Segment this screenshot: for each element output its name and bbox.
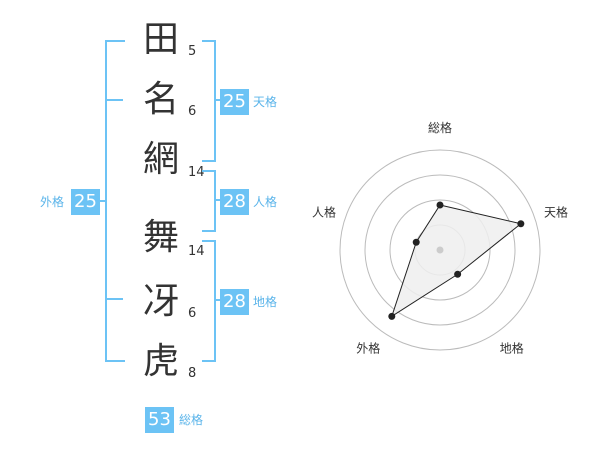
radar-point [454,270,462,278]
chikaku-bracket [202,240,216,362]
radar-axis-label: 総格 [428,120,452,135]
kanji-4: 舞 [142,217,179,258]
jinkaku-bracket [202,170,216,232]
stroke-count-3: 14 [188,165,205,180]
soukaku-value: 53 [145,407,174,433]
stroke-count-2: 6 [188,104,197,119]
kanji-2: 名 [142,79,179,120]
chikaku-label: 地格 [253,295,278,309]
radar-point [412,238,420,246]
tenkaku-label: 天格 [253,95,278,109]
radar-points [388,201,525,320]
radar-point [436,201,444,209]
radar-point [388,312,396,320]
gaikaku-value: 25 [71,189,100,215]
chikaku-connector [214,299,222,301]
kanji-1: 田 [142,19,179,60]
stroke-count-6: 8 [188,366,197,381]
bracket-tick [105,99,123,101]
stroke-count-4: 14 [188,244,205,259]
stroke-count-1: 5 [188,44,197,59]
tenkaku-bracket [202,40,216,162]
radar-ring [364,174,516,326]
soukaku-label: 総格 [179,413,204,427]
kanji-6: 虎 [142,341,179,382]
radar-data-area [390,204,522,318]
chikaku-value: 28 [220,289,249,315]
bracket-tick [105,298,123,300]
jinkaku-label: 人格 [253,195,278,209]
radar-axis-label: 天格 [544,204,568,219]
kanji-3: 網 [142,139,179,180]
gaikaku-bracket [105,40,125,362]
radar-axis-label: 外格 [356,341,380,356]
gaikaku-label: 外格 [40,195,65,209]
stroke-count-5: 6 [188,306,197,321]
jinkaku-value: 28 [220,189,249,215]
radar-axis-label: 人格 [312,204,336,219]
radar-point [517,220,525,228]
radar-axis-label: 地格 [500,341,524,356]
jinkaku-connector [214,199,222,201]
kanji-5: 冴 [142,281,179,322]
tenkaku-connector [214,99,222,101]
tenkaku-value: 25 [220,89,249,115]
radar-ring [339,149,541,351]
radar-center-dot [436,246,444,254]
radar-ring [389,199,491,301]
